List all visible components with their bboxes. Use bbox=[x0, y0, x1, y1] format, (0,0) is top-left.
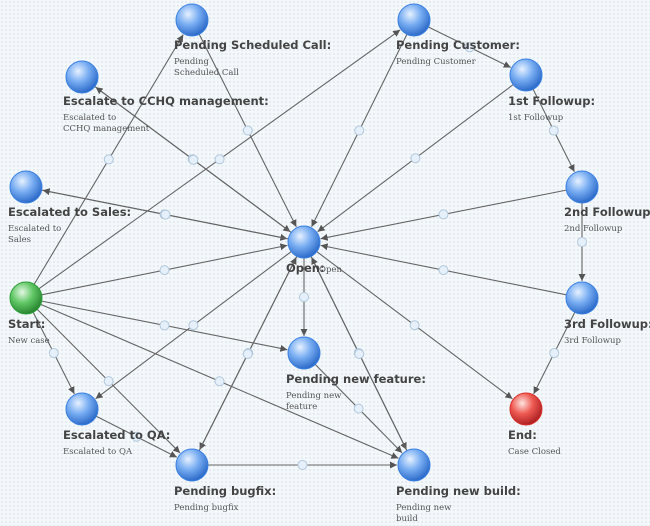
state-title: Escalate to CCHQ management: bbox=[63, 94, 269, 108]
state-followup3[interactable]: 3rd Followup: 3rd Followup bbox=[564, 281, 650, 346]
state-description: Scheduled Call bbox=[174, 68, 239, 78]
state-node-icon[interactable] bbox=[9, 170, 43, 204]
transition-handle-followup2-to-open[interactable] bbox=[438, 209, 449, 220]
state-node-icon[interactable] bbox=[565, 281, 599, 315]
state-node-icon[interactable] bbox=[509, 58, 543, 92]
transition-handle-pending_bugfix-to-open[interactable] bbox=[242, 348, 253, 359]
state-followup1[interactable]: 1st Followup: 1st Followup bbox=[508, 58, 595, 123]
states-layer: Pending Scheduled Call: PendingScheduled … bbox=[8, 3, 650, 524]
state-start[interactable]: Start: New case bbox=[8, 281, 50, 346]
state-title: Open: bbox=[286, 261, 325, 275]
state-description: Escalated to bbox=[8, 224, 61, 234]
transition-handle-escalated_qa-to-pending_bugfix[interactable] bbox=[131, 431, 142, 442]
transition-handle-start-to-pending_call[interactable] bbox=[103, 154, 114, 165]
state-title: End: bbox=[508, 428, 537, 442]
transition-handle-start-to-pending_build[interactable] bbox=[214, 376, 225, 387]
state-description: Escalated to bbox=[63, 113, 116, 123]
state-title: 1st Followup: bbox=[508, 94, 595, 108]
state-end[interactable]: End: Case Closed bbox=[508, 392, 561, 457]
state-pending-call[interactable]: Pending Scheduled Call: PendingScheduled … bbox=[174, 3, 331, 78]
state-title: Escalated to QA: bbox=[63, 428, 170, 442]
transition-handle-followup3-to-open[interactable] bbox=[438, 265, 449, 276]
state-node-icon[interactable] bbox=[65, 60, 99, 94]
state-node-icon[interactable] bbox=[565, 170, 599, 204]
transition-handle-followup2-to-followup3[interactable] bbox=[577, 237, 587, 247]
transition-handle-pending_customer-to-followup1[interactable] bbox=[464, 42, 475, 53]
state-node-icon[interactable] bbox=[509, 392, 543, 426]
state-description: feature bbox=[286, 402, 317, 412]
transition-handle-pending_bugfix-to-pending_build[interactable] bbox=[297, 460, 308, 470]
state-description: Pending new bbox=[286, 391, 342, 401]
state-title: Pending Customer: bbox=[396, 38, 520, 52]
transition-handle-pending_customer-to-open[interactable] bbox=[354, 125, 365, 136]
state-node-icon[interactable] bbox=[287, 225, 321, 259]
transition-handle-start-to-open[interactable] bbox=[159, 265, 170, 276]
state-description: build bbox=[396, 514, 418, 524]
state-node-icon[interactable] bbox=[287, 336, 321, 370]
state-title: Pending new feature: bbox=[286, 372, 426, 386]
transition-handle-open-to-escalate_cchq[interactable] bbox=[188, 154, 199, 165]
transition-handle-open-to-escalated_sales[interactable] bbox=[160, 209, 171, 220]
state-title: Escalated to Sales: bbox=[8, 205, 131, 219]
state-node-icon[interactable] bbox=[175, 3, 209, 37]
transition-handle-open-to-end[interactable] bbox=[409, 320, 420, 331]
state-node-icon[interactable] bbox=[9, 281, 43, 315]
state-title: 2nd Followup: bbox=[564, 205, 650, 219]
transition-handle-open-to-pending_feature[interactable] bbox=[299, 292, 309, 302]
state-description: CCHQ management bbox=[63, 124, 150, 134]
transition-handle-pending_feature-to-pending_build[interactable] bbox=[353, 403, 364, 414]
transition-handle-start-to-pending_feature[interactable] bbox=[159, 320, 170, 331]
state-description: Open bbox=[319, 265, 342, 275]
transition-handle-pending_call-to-open[interactable] bbox=[242, 125, 253, 136]
state-description: Pending new bbox=[396, 503, 452, 513]
state-description: Sales bbox=[8, 235, 31, 245]
state-description: 2nd Followup bbox=[564, 224, 623, 234]
state-node-icon[interactable] bbox=[65, 392, 99, 426]
transition-handle-start-to-pending_customer[interactable] bbox=[214, 154, 225, 165]
state-description: Case Closed bbox=[508, 447, 561, 457]
state-pending-customer[interactable]: Pending Customer: Pending Customer bbox=[396, 3, 520, 67]
transition-handle-followup1-to-followup2[interactable] bbox=[548, 125, 559, 136]
state-title: Pending new build: bbox=[396, 484, 521, 498]
transition-handle-followup1-to-open[interactable] bbox=[410, 153, 421, 164]
state-open[interactable]: Open:Open bbox=[286, 225, 342, 275]
transition-handle-start-to-escalated_qa[interactable] bbox=[48, 348, 59, 359]
state-title: 3rd Followup: bbox=[564, 317, 650, 331]
state-description: Pending bbox=[174, 57, 209, 67]
transition-handles-layer bbox=[48, 42, 587, 470]
state-description: Pending bugfix bbox=[174, 503, 239, 513]
transition-handle-start-to-pending_bugfix[interactable] bbox=[103, 376, 114, 387]
state-title: Start: bbox=[8, 317, 45, 331]
transition-handle-open-to-escalated_qa[interactable] bbox=[188, 320, 199, 331]
state-description: Pending Customer bbox=[396, 57, 477, 67]
state-pending-bugfix[interactable]: Pending bugfix: Pending bugfix bbox=[174, 448, 276, 513]
state-title: Pending bugfix: bbox=[174, 484, 276, 498]
state-description: New case bbox=[8, 336, 50, 346]
state-escalate-cchq[interactable]: Escalate to CCHQ management: Escalated to… bbox=[63, 60, 269, 134]
state-node-icon[interactable] bbox=[175, 448, 209, 482]
state-node-icon[interactable] bbox=[397, 448, 431, 482]
state-escalated-qa[interactable]: Escalated to QA: Escalated to QA bbox=[63, 392, 170, 457]
state-description: Escalated to QA bbox=[63, 447, 133, 457]
state-node-icon[interactable] bbox=[397, 3, 431, 37]
state-description: 1st Followup bbox=[508, 113, 564, 123]
state-title: Pending Scheduled Call: bbox=[174, 38, 331, 52]
state-description: 3rd Followup bbox=[564, 336, 621, 346]
transition-handle-pending_build-to-open[interactable] bbox=[354, 348, 365, 359]
transition-handle-followup3-to-end[interactable] bbox=[549, 348, 560, 359]
state-followup2[interactable]: 2nd Followup: 2nd Followup bbox=[564, 170, 650, 234]
